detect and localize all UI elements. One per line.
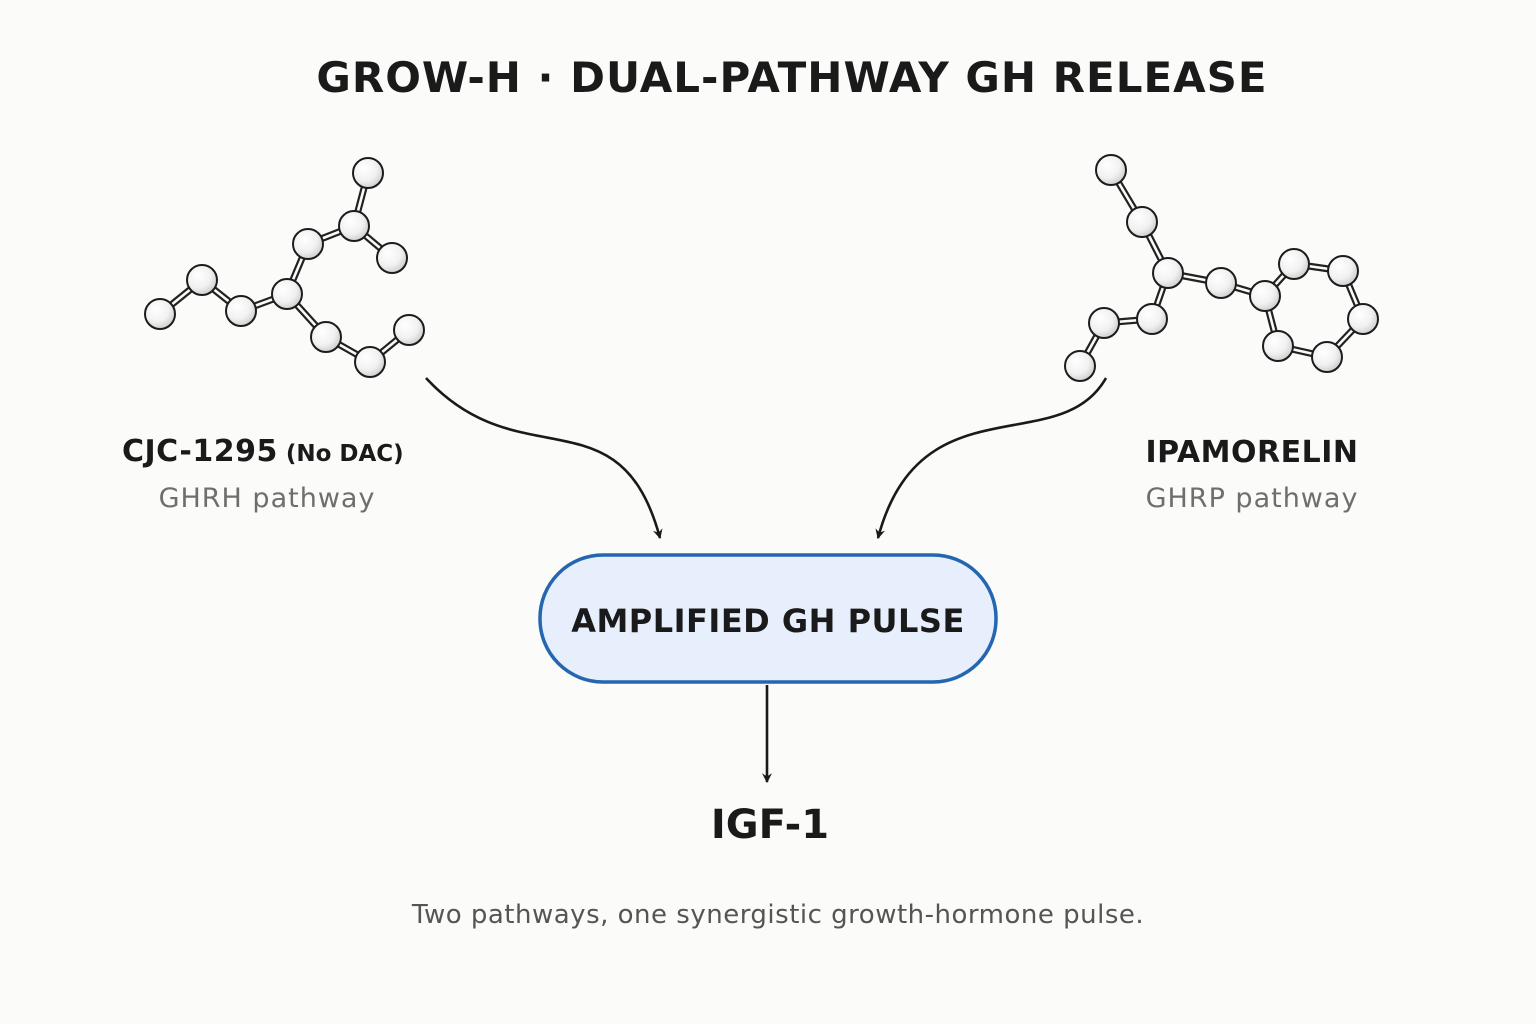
molecule-atom <box>1064 350 1096 382</box>
molecule-atom <box>310 321 342 353</box>
left-compound-qualifier: (No DAC) <box>286 441 404 467</box>
molecule-atom <box>1347 303 1379 335</box>
center-node-shape <box>538 553 998 684</box>
left-pathway-label: GHRH pathway <box>159 483 376 514</box>
molecule-atom <box>1327 255 1359 287</box>
right-pathway-label: GHRP pathway <box>1146 483 1359 514</box>
molecule-atom <box>1095 154 1127 186</box>
molecule-atom <box>1088 307 1120 339</box>
molecule-ipamorelin-icon <box>1064 154 1379 382</box>
molecule-cjc-1295-icon <box>144 157 425 378</box>
molecule-atom <box>393 314 425 346</box>
molecule-atom <box>1126 206 1158 238</box>
molecule-atom <box>352 157 384 189</box>
center-node-label: AMPLIFIED GH PULSE <box>571 602 965 640</box>
left-to-center-arrow-icon <box>425 377 663 540</box>
molecule-atom <box>1136 303 1168 335</box>
right-to-center-arrow-icon <box>875 377 1108 540</box>
molecule-atom <box>1249 280 1281 312</box>
left-compound-label: CJC-1295 (No DAC) <box>122 434 404 469</box>
molecule-atom <box>186 264 218 296</box>
molecule-atom <box>144 298 176 330</box>
molecule-atom <box>292 228 324 260</box>
molecule-atom <box>354 346 386 378</box>
diagram-caption: Two pathways, one synergistic growth-hor… <box>411 900 1144 930</box>
molecule-atom <box>1278 248 1310 280</box>
molecule-atom <box>1311 341 1343 373</box>
left-compound-name: CJC-1295 <box>122 434 278 469</box>
molecule-atom <box>1152 257 1184 289</box>
molecule-atom <box>1262 330 1294 362</box>
right-compound-name: IPAMORELIN <box>1146 435 1359 470</box>
amplified-gh-pulse-node: AMPLIFIED GH PULSE <box>538 553 998 684</box>
output-node-label: IGF-1 <box>711 802 829 848</box>
molecule-atom <box>1205 267 1237 299</box>
molecule-atom <box>376 242 408 274</box>
molecule-atom <box>271 278 303 310</box>
diagram-title: GROW-H · DUAL-PATHWAY GH RELEASE <box>316 53 1267 102</box>
molecule-atom <box>225 295 257 327</box>
molecule-atom <box>338 210 370 242</box>
